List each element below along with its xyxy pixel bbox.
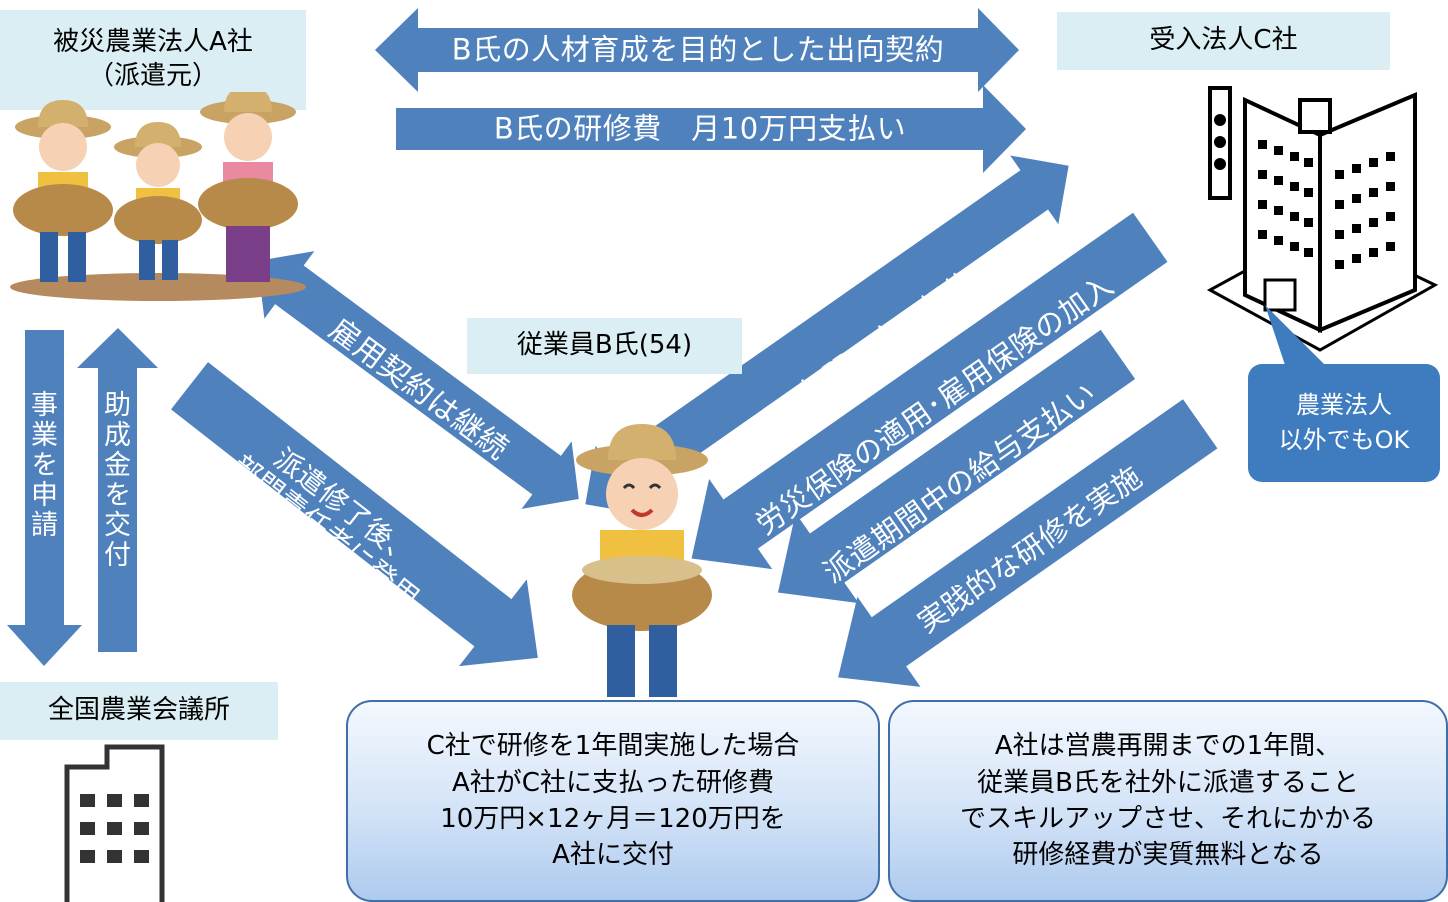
one-year-contract-arrow (585, 155, 1069, 515)
office-building-illustration (1206, 86, 1439, 352)
farmer-illustration (572, 424, 712, 697)
non-agri-ok-bubble: 農業法人 以外でもOK (1248, 364, 1440, 482)
apply-business-arrow (7, 330, 82, 666)
secondment-contract-text: B氏の人材育成を目的とした出向契約 (451, 32, 945, 67)
insurance-arrow (691, 212, 1168, 570)
subsidy-arrow (77, 328, 158, 652)
training-fee-arrow (396, 85, 1026, 173)
subsidy-text: 助成金を交付 (99, 390, 130, 570)
promotion-arrow (171, 362, 538, 667)
employee-b-label: 従業員B氏(54) (467, 318, 742, 374)
apply-business-text: 事業を申請 (26, 390, 57, 540)
building-icon (64, 744, 165, 902)
practical-training-arrow (838, 399, 1218, 687)
training-fee-text: B氏の研修費 月10万円支払い (493, 111, 907, 146)
national-chamber-label: 全国農業会議所 (0, 682, 278, 740)
company-c-label: 受入法人C社 (1057, 12, 1390, 70)
secondment-contract-arrow (375, 8, 1019, 92)
employment-continues-arrow (257, 251, 579, 509)
subsidy-calc-callout: C社で研修を1年間実施した場合 A社がC社に支払った研修費 10万円×12ヶ月＝… (346, 700, 880, 902)
benefit-callout: A社は営農再開までの1年間、 従業員B氏を社外に派遣すること でスキルアップさせ… (888, 700, 1448, 902)
bubble-pointer (1265, 305, 1325, 365)
farmers-group-illustration (10, 92, 306, 301)
salary-arrow (777, 329, 1136, 604)
